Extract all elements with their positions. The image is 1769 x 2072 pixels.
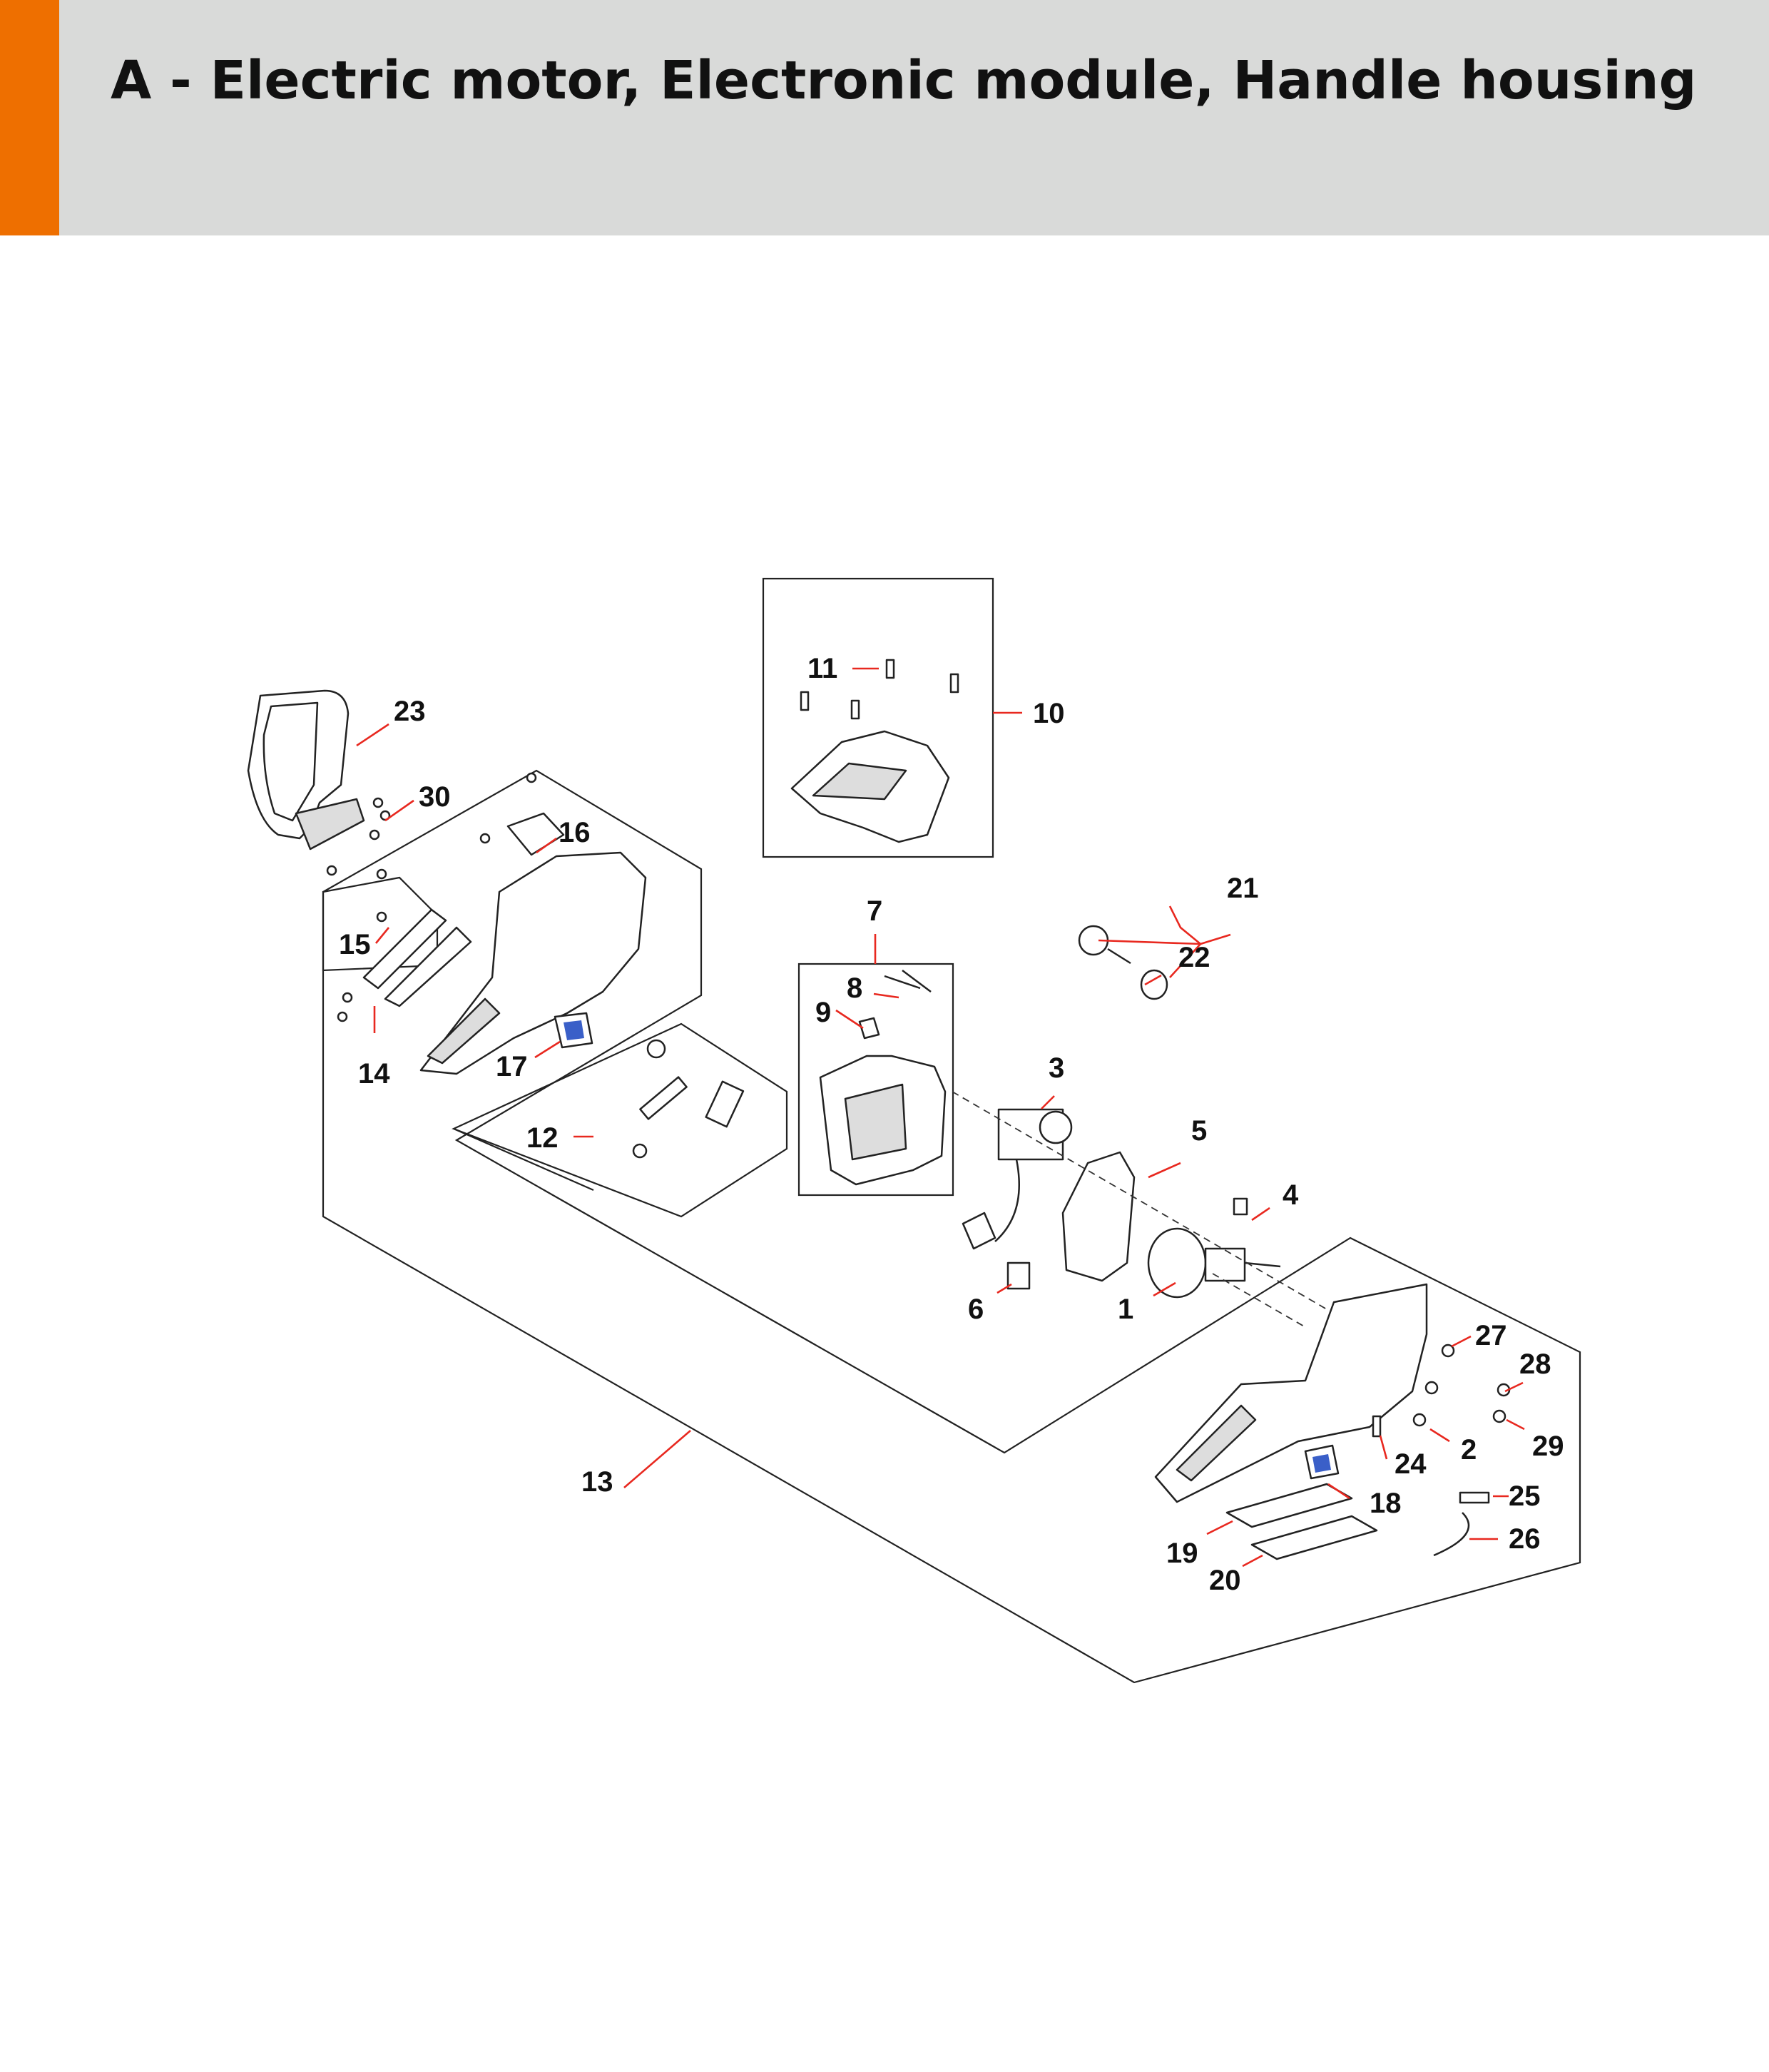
callout-25: 25 [1509, 1481, 1541, 1512]
exploded-parts-diagram: 1 2 3 4 5 6 7 8 9 10 11 12 13 14 15 16 1… [0, 235, 1769, 2068]
switch-parts-12 [632, 1039, 745, 1159]
leader-lines [356, 667, 1525, 1568]
trigger-part-15 [362, 908, 472, 1007]
callout-16: 16 [559, 817, 591, 848]
callout-9: 9 [815, 997, 831, 1028]
label-17-part [554, 1012, 593, 1049]
label-18-part [1304, 1444, 1340, 1480]
callout-3: 3 [1049, 1052, 1064, 1084]
callout-10: 10 [1033, 698, 1065, 729]
module-parts-8-9 [858, 970, 932, 1040]
callout-21: 21 [1227, 873, 1259, 904]
page-title: A - Electric motor, Electronic module, H… [111, 50, 1697, 111]
callout-4: 4 [1283, 1179, 1299, 1211]
callout-19: 19 [1166, 1538, 1198, 1569]
group-12-outline [452, 1022, 788, 1218]
fan-housing-5 [1061, 1151, 1136, 1282]
callout-1: 1 [1118, 1294, 1133, 1325]
callout-26: 26 [1509, 1523, 1541, 1555]
group-10-outline [762, 577, 994, 858]
screw-set-30 [326, 797, 391, 876]
callout-12: 12 [526, 1122, 559, 1154]
callout-7: 7 [867, 895, 882, 927]
screw-set-11 [800, 659, 959, 720]
electric-motor-1 [1147, 1227, 1281, 1299]
clip-4-part [1233, 1197, 1248, 1216]
callout-28: 28 [1519, 1349, 1551, 1380]
callout-11: 11 [807, 653, 837, 684]
o-ring-22 [1140, 969, 1168, 1000]
callout-labels: 1 2 3 4 5 6 7 8 9 10 11 12 13 14 15 16 1… [339, 653, 1564, 1596]
callout-24: 24 [1395, 1448, 1427, 1480]
assembly-13-outline [322, 769, 1581, 1684]
motor-unit-3 [962, 1108, 1073, 1250]
callout-30: 30 [419, 781, 451, 813]
callout-5: 5 [1191, 1115, 1207, 1147]
callout-14: 14 [358, 1058, 390, 1090]
callout-22: 22 [1178, 942, 1210, 973]
callout-6: 6 [968, 1294, 984, 1325]
callout-27: 27 [1475, 1320, 1507, 1351]
callout-2: 2 [1461, 1434, 1477, 1466]
handle-housing-left-part [419, 851, 647, 1075]
callout-20: 20 [1209, 1565, 1241, 1596]
plates-19-20 [1225, 1483, 1378, 1560]
callout-13: 13 [581, 1466, 613, 1498]
plug-21 [1078, 925, 1131, 965]
cover-plate-part [506, 812, 565, 856]
accent-bar [0, 0, 59, 235]
callout-29: 29 [1532, 1431, 1564, 1462]
callout-23: 23 [394, 696, 426, 727]
small-parts-24-29 [1372, 1344, 1511, 1557]
electronic-module-7 [819, 1055, 947, 1186]
callout-8: 8 [847, 972, 862, 1004]
front-handle-part [247, 689, 365, 850]
callout-18: 18 [1370, 1488, 1402, 1519]
group-14-outline [322, 876, 439, 972]
callout-15: 15 [339, 929, 371, 960]
handle-housing-right-part [1154, 1283, 1428, 1503]
page-header: A - Electric motor, Electronic module, H… [0, 0, 1769, 235]
callout-17: 17 [496, 1051, 528, 1082]
cover-10-part [790, 730, 950, 843]
screw-set-14 [337, 772, 537, 1022]
